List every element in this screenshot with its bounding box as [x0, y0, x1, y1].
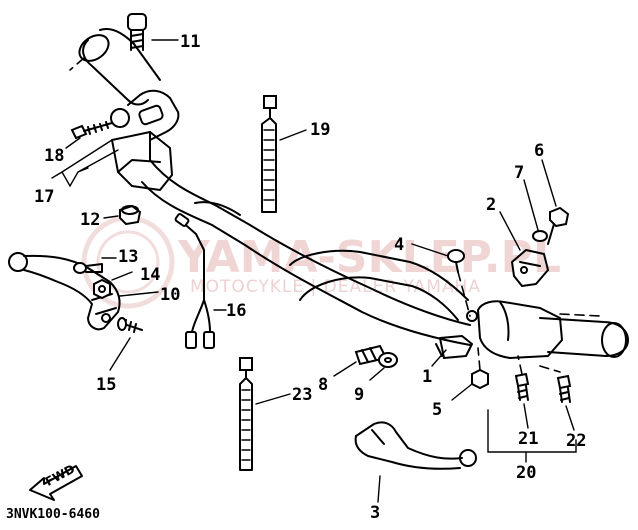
drawing-code: 3NVK100-6460 — [6, 507, 100, 522]
right-switch-housing — [435, 300, 563, 359]
right-grip — [539, 313, 629, 358]
part-22-bolt — [539, 365, 575, 431]
forward-arrow-icon: FWD — [29, 462, 83, 501]
left-grip — [69, 28, 161, 106]
left-switch-assembly — [110, 89, 180, 191]
part-16-wire-harness — [174, 213, 227, 349]
callout-19: 19 — [310, 120, 330, 140]
callout-9: 9 — [354, 385, 364, 405]
callout-22: 22 — [566, 431, 586, 451]
part-11-bolt — [127, 13, 179, 51]
part-19-cable-band — [261, 95, 307, 213]
part-6-bolt — [541, 159, 570, 245]
callout-3: 3 — [370, 503, 380, 523]
callout-7: 7 — [514, 163, 524, 183]
watermark-tagline: MOTOCYKLE | DEALER YAMAHA — [190, 277, 481, 297]
part-14-nut — [93, 271, 133, 300]
callout-8: 8 — [318, 375, 328, 395]
callout-18: 18 — [44, 146, 64, 166]
part-13-bolt — [73, 257, 117, 274]
part-21-bolt — [514, 355, 530, 429]
callout-12: 12 — [80, 210, 100, 230]
part-18-screw — [65, 121, 113, 149]
callout-16: 16 — [226, 301, 246, 321]
callout-5: 5 — [432, 400, 442, 420]
callout-17: 17 — [34, 187, 54, 207]
callout-10: 10 — [160, 285, 180, 305]
part-20-group-bracket — [487, 409, 577, 463]
part-12-nut — [103, 204, 142, 226]
watermark: YAMA-SKLEP.PL MOTOCYKLE | DEALER YAMAHA — [81, 215, 561, 309]
callout-13: 13 — [118, 247, 138, 267]
callout-6: 6 — [534, 141, 544, 161]
part-4-screw — [411, 243, 471, 317]
callout-4: 4 — [394, 235, 404, 255]
part-9-washer — [369, 352, 398, 381]
part-17-group-bracket — [51, 139, 119, 188]
part-2-bracket — [499, 211, 549, 287]
part-23-cable-band — [239, 357, 291, 471]
callout-labels: 11 18 17 12 13 14 10 15 16 19 23 8 9 1 5… — [34, 32, 586, 523]
part-1-leader — [431, 349, 447, 367]
callout-14: 14 — [140, 265, 160, 285]
forward-label: FWD — [43, 462, 77, 489]
watermark-brand: YAMA-SKLEP.PL — [177, 232, 561, 283]
callout-23: 23 — [292, 385, 312, 405]
handlebar — [141, 159, 471, 346]
callout-2: 2 — [486, 195, 496, 215]
callout-1: 1 — [422, 367, 432, 387]
callout-20: 20 — [516, 463, 536, 483]
callout-15: 15 — [96, 375, 116, 395]
part-7-washer — [523, 179, 548, 242]
callout-11: 11 — [180, 32, 200, 52]
part-15-screw — [109, 317, 143, 371]
part-3-brake-lever — [354, 421, 477, 503]
part-5-nut — [451, 347, 489, 401]
callout-21: 21 — [518, 429, 538, 449]
